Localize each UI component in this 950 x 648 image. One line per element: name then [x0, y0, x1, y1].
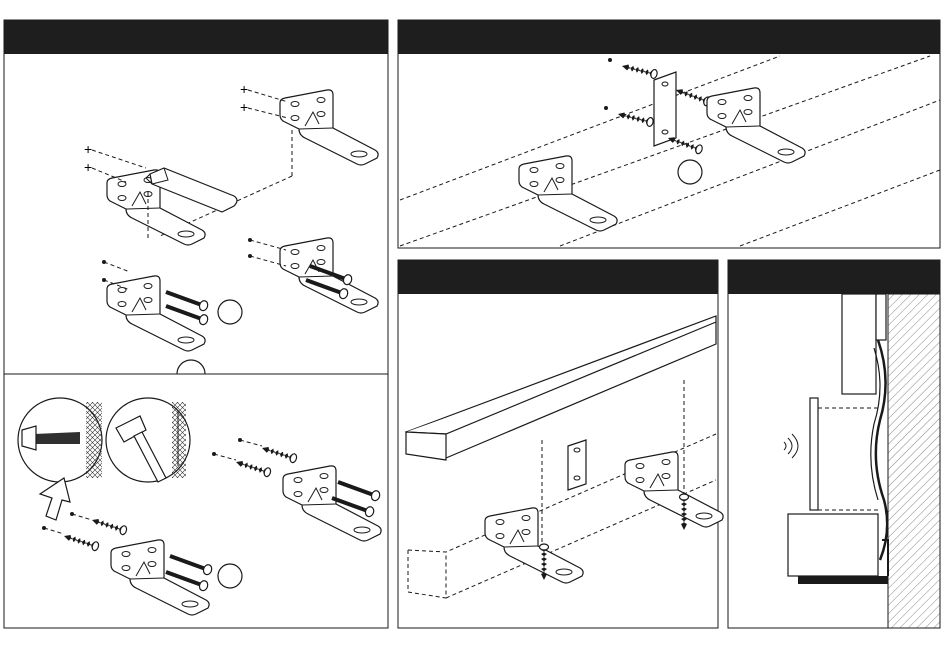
mark-cross-icon: + — [84, 159, 92, 175]
panel-1: + + + + — [4, 20, 388, 388]
cabinet-icon — [788, 514, 888, 584]
panel-2-header — [398, 20, 940, 54]
panel-1-header — [4, 20, 388, 54]
panel-1-lower — [4, 374, 388, 628]
panel-4-header — [728, 260, 940, 294]
panel-4 — [728, 260, 940, 628]
soundbar-icon — [810, 398, 818, 510]
template-plate-icon — [654, 72, 676, 146]
step-marker — [218, 564, 242, 588]
panel-2 — [398, 20, 940, 248]
mark-cross-icon: + — [84, 141, 92, 157]
mark-cross-icon: + — [240, 99, 248, 115]
drill-icon — [18, 398, 102, 482]
template-plate-icon — [568, 440, 586, 490]
panel-3-header — [398, 260, 718, 294]
panel-3 — [398, 260, 723, 628]
hammer-icon — [106, 398, 190, 482]
step-marker — [218, 300, 242, 324]
mark-cross-icon: + — [240, 81, 248, 97]
wall-icon — [888, 294, 940, 628]
step-marker — [678, 160, 702, 184]
